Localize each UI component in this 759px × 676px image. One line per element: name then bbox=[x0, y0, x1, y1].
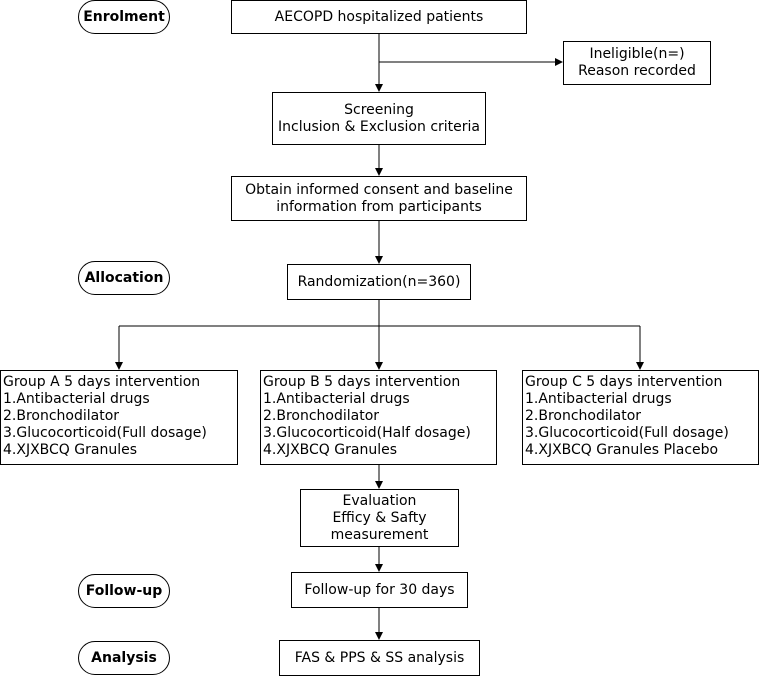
group-b-title: Group B 5 days intervention bbox=[263, 374, 461, 390]
group-c-item: 2.Bronchodilator bbox=[525, 408, 642, 424]
consent-box: Obtain informed consent and baseline inf… bbox=[231, 176, 527, 221]
analysis-label: FAS & PPS & SS analysis bbox=[294, 649, 465, 666]
consent-label: Obtain informed consent and baseline inf… bbox=[245, 181, 513, 215]
group-a-item: 3.Glucocorticoid(Full dosage) bbox=[3, 425, 207, 441]
group-a-item: 2.Bronchodilator bbox=[3, 408, 120, 424]
analysis-box: FAS & PPS & SS analysis bbox=[279, 640, 480, 676]
stage-allocation: Allocation bbox=[78, 261, 170, 295]
patients-label: AECOPD hospitalized patients bbox=[274, 8, 484, 25]
group-b-item: 2.Bronchodilator bbox=[263, 408, 380, 424]
ineligible-box: Ineligible(n=) Reason recorded bbox=[563, 41, 711, 85]
screening-label: Screening Inclusion & Exclusion criteria bbox=[278, 101, 480, 135]
screening-box: Screening Inclusion & Exclusion criteria bbox=[272, 92, 486, 145]
group-c-item: 3.Glucocorticoid(Full dosage) bbox=[525, 425, 729, 441]
stage-enrolment: Enrolment bbox=[78, 0, 170, 34]
group-a-box: Group A 5 days intervention 1.Antibacter… bbox=[0, 370, 238, 465]
stage-analysis: Analysis bbox=[78, 641, 170, 675]
ineligible-label: Ineligible(n=) Reason recorded bbox=[578, 46, 696, 79]
group-a-item: 4.XJXBCQ Granules bbox=[3, 442, 137, 458]
followup-box: Follow-up for 30 days bbox=[291, 572, 468, 608]
followup-label: Follow-up for 30 days bbox=[304, 581, 455, 598]
evaluation-label: Evaluation Efficy & Safty measurement bbox=[330, 492, 429, 543]
group-a-item: 1.Antibacterial drugs bbox=[3, 391, 150, 407]
group-a-title: Group A 5 days intervention bbox=[3, 374, 201, 390]
group-c-item: 4.XJXBCQ Granules Placebo bbox=[525, 442, 719, 458]
group-c-title: Group C 5 days intervention bbox=[525, 374, 723, 390]
randomization-label: Randomization(n=360) bbox=[297, 273, 461, 290]
group-b-item: 1.Antibacterial drugs bbox=[263, 391, 410, 407]
evaluation-box: Evaluation Efficy & Safty measurement bbox=[300, 489, 459, 547]
group-c-item: 1.Antibacterial drugs bbox=[525, 391, 672, 407]
group-b-item: 3.Glucocorticoid(Half dosage) bbox=[263, 425, 471, 441]
stage-followup: Follow-up bbox=[78, 574, 170, 608]
patients-box: AECOPD hospitalized patients bbox=[231, 0, 527, 34]
group-b-box: Group B 5 days intervention 1.Antibacter… bbox=[260, 370, 497, 465]
group-c-box: Group C 5 days intervention 1.Antibacter… bbox=[522, 370, 759, 465]
group-b-item: 4.XJXBCQ Granules bbox=[263, 442, 397, 458]
randomization-box: Randomization(n=360) bbox=[287, 264, 471, 300]
